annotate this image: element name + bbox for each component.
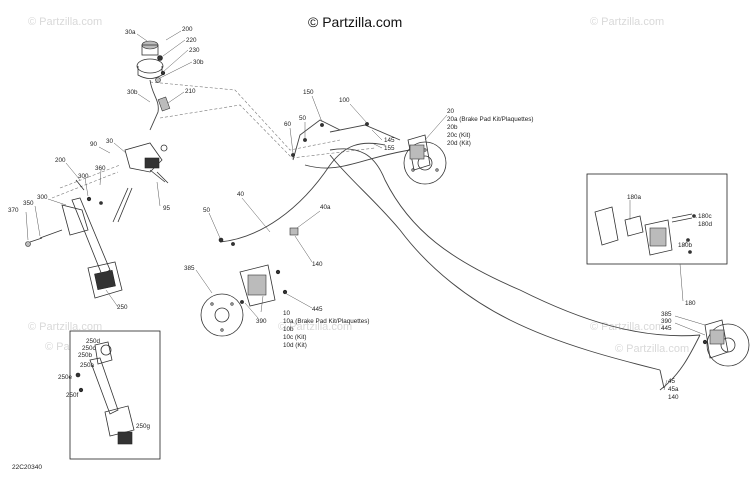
callout-385-left: 385 bbox=[184, 265, 195, 272]
callout-230: 230 bbox=[189, 47, 200, 54]
callout-10b: 10b bbox=[283, 326, 294, 333]
callout-60: 60 bbox=[284, 121, 292, 128]
callout-180: 180 bbox=[685, 300, 696, 307]
brake-lines bbox=[218, 119, 701, 391]
callout-390-right: 390 bbox=[661, 318, 672, 325]
callout-95: 95 bbox=[163, 205, 171, 212]
callout-180a: 180a bbox=[627, 194, 642, 201]
callout-155: 155 bbox=[384, 145, 395, 152]
drawing-code: 22C20340 bbox=[12, 464, 42, 471]
callout-labels: 200 30a 220 230 30b 30b 210 30 90 200 36… bbox=[8, 26, 713, 430]
callout-20c: 20c (Kit) bbox=[447, 132, 470, 139]
callout-210: 210 bbox=[185, 88, 196, 95]
callout-300-a: 300 bbox=[78, 173, 89, 180]
callout-30b-top: 30b bbox=[193, 59, 204, 66]
brand-title: © Partzilla.com bbox=[308, 14, 402, 30]
callout-370: 370 bbox=[8, 207, 19, 214]
callout-445-left: 445 bbox=[312, 306, 323, 313]
watermark: © Partzilla.com bbox=[615, 343, 689, 355]
master-cylinder-assembly bbox=[124, 40, 171, 184]
callout-20: 20 bbox=[447, 108, 455, 115]
callout-140-right: 140 bbox=[668, 394, 679, 401]
callout-180d: 180d bbox=[698, 221, 713, 228]
callout-180b: 180b bbox=[678, 242, 693, 249]
leader-lines bbox=[25, 30, 706, 391]
front-left-brake bbox=[200, 264, 288, 337]
callout-250b: 250b bbox=[78, 352, 93, 359]
callout-10d: 10d (Kit) bbox=[283, 342, 307, 349]
callout-250d: 250d bbox=[86, 338, 101, 345]
callout-40a: 40a bbox=[320, 204, 331, 211]
callout-390-left: 390 bbox=[256, 318, 267, 325]
caliper-kit-inset bbox=[586, 173, 728, 265]
callout-250e: 250e bbox=[58, 374, 73, 381]
watermark: © Partzilla.com bbox=[28, 16, 102, 28]
callout-50-mid: 50 bbox=[203, 207, 211, 214]
callout-30a: 30a bbox=[125, 29, 136, 36]
grouping-lines bbox=[51, 81, 376, 199]
callout-200-mid: 200 bbox=[55, 157, 66, 164]
callout-90: 90 bbox=[90, 141, 98, 148]
front-right-brake bbox=[403, 134, 447, 185]
callout-20a: 20a (Brake Pad Kit/Plaquettes) bbox=[447, 116, 533, 123]
callout-10c: 10c (Kit) bbox=[283, 334, 306, 341]
callout-360: 360 bbox=[95, 165, 106, 172]
callout-350: 350 bbox=[23, 200, 34, 207]
callout-445-right: 445 bbox=[661, 325, 672, 332]
callout-40: 40 bbox=[237, 191, 245, 198]
callout-300-b: 300 bbox=[37, 194, 48, 201]
callout-250g: 250g bbox=[136, 423, 151, 430]
callout-140-mid: 140 bbox=[312, 261, 323, 268]
watermark: © Partzilla.com bbox=[28, 321, 102, 333]
callout-200: 200 bbox=[182, 26, 193, 33]
callout-150: 150 bbox=[303, 89, 314, 96]
callout-45a: 45a bbox=[668, 386, 679, 393]
watermark: © Partzilla.com bbox=[278, 321, 352, 333]
callout-30b: 30b bbox=[127, 89, 138, 96]
callout-10: 10 bbox=[283, 310, 291, 317]
callout-100: 100 bbox=[339, 97, 350, 104]
callout-250f: 250f bbox=[66, 392, 79, 399]
callout-250: 250 bbox=[117, 304, 128, 311]
callout-145: 145 bbox=[384, 137, 395, 144]
pedal-inset bbox=[69, 330, 161, 460]
callout-180c: 180c bbox=[698, 213, 712, 220]
callout-250a: 250a bbox=[80, 362, 95, 369]
callout-45: 45 bbox=[668, 378, 676, 385]
callout-20b: 20b bbox=[447, 124, 458, 131]
rear-brake bbox=[702, 319, 750, 367]
callout-20d: 20d (Kit) bbox=[447, 140, 471, 147]
callout-250c: 250c bbox=[82, 345, 96, 352]
callout-385-right: 385 bbox=[661, 311, 672, 318]
watermark: © Partzilla.com bbox=[590, 321, 664, 333]
callout-30: 30 bbox=[106, 138, 114, 145]
callout-220: 220 bbox=[186, 37, 197, 44]
brake-pedal-assembly bbox=[25, 179, 133, 299]
callout-50-top: 50 bbox=[299, 115, 307, 122]
callout-10a: 10a (Brake Pad Kit/Plaquettes) bbox=[283, 318, 369, 325]
watermark: © Partzilla.com bbox=[590, 16, 664, 28]
